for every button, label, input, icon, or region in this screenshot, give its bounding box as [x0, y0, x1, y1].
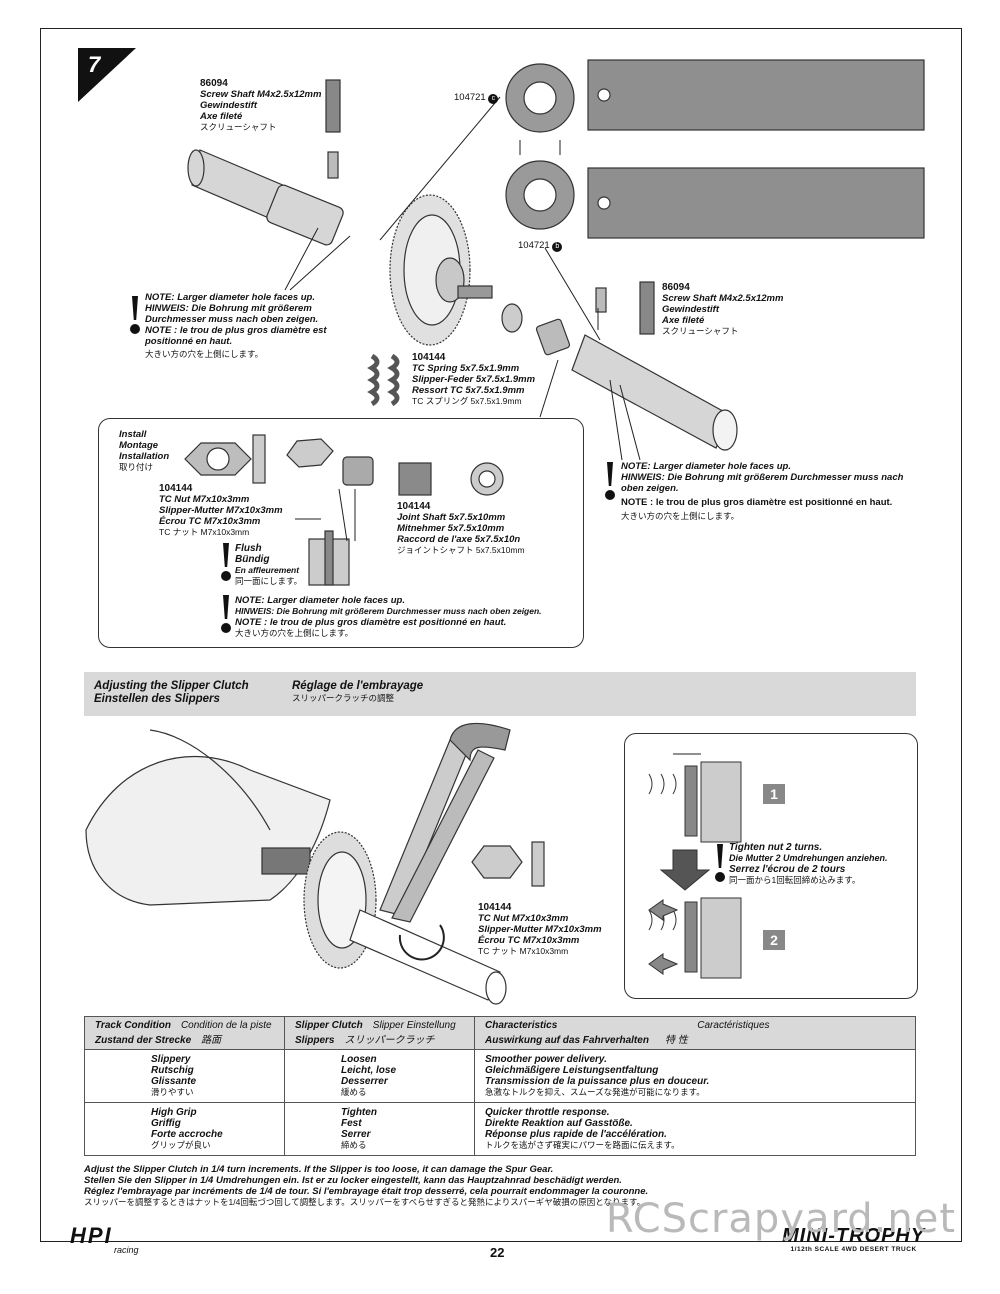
section-header: Adjusting the Slipper Clutch Einstellen … [84, 672, 916, 716]
warning-icon [219, 595, 233, 635]
section-title-fr: Réglage de l'embrayage スリッパークラッチの調整 [292, 680, 424, 703]
tighten-illustration [648, 753, 742, 979]
install-label: Install Montage Installation 取り付け [119, 429, 170, 472]
c-marker-icon: c [488, 94, 499, 104]
tighten-inset: 1 2 Tighten nut 2 turns. Die Mutter 2 Um… [624, 733, 918, 999]
page-frame [40, 28, 962, 1242]
install-illustration [184, 434, 504, 586]
part-label-104721-c: 104721 c [454, 92, 499, 104]
b-marker-icon: b [552, 242, 563, 252]
page-number: 22 [490, 1245, 505, 1260]
tighten-label: Tighten nut 2 turns. Die Mutter 2 Umdreh… [729, 842, 888, 885]
warning-icon [713, 844, 727, 884]
part-label-nut2: 104144 TC Nut M7x10x3mm Slipper-Mutter M… [478, 902, 602, 956]
note-right: NOTE: Larger diameter hole faces up. HIN… [621, 461, 904, 521]
part-label-spring: 104144 TC Spring 5x7.5x1.9mm Slipper-Fed… [412, 352, 536, 406]
install-inset: Install Montage Installation 取り付け 104144… [98, 418, 584, 648]
hpi-logo: HPI racing [70, 1223, 139, 1255]
flush-label: Flush Bündig En affleurement 同一面にします。 [235, 543, 303, 586]
warning-icon [219, 543, 233, 583]
part-label-screw-right: 86094 Screw Shaft M4x2.5x12mm Gewindesti… [662, 282, 784, 336]
section-title-en: Adjusting the Slipper Clutch Einstellen … [94, 680, 249, 705]
footer-notes: Adjust the Slipper Clutch in 1/4 turn in… [84, 1164, 649, 1207]
step-badge-2: 2 [763, 930, 785, 950]
part-label-nut: 104144 TC Nut M7x10x3mm Slipper-Mutter M… [159, 483, 283, 537]
warning-icon [603, 462, 617, 502]
part-label-104721-b: 104721 b [518, 240, 563, 252]
part-label-screw-top: 86094 Screw Shaft M4x2.5x12mm Gewindesti… [200, 78, 322, 132]
note-inset: NOTE: Larger diameter hole faces up. HIN… [235, 595, 542, 638]
note-left: NOTE: Larger diameter hole faces up. HIN… [145, 292, 327, 359]
step-badge-1: 1 [763, 784, 785, 804]
part-label-joint: 104144 Joint Shaft 5x7.5x10mm Mitnehmer … [397, 501, 525, 555]
product-logo: MINI-TROPHY 1/12th SCALE 4WD DESERT TRUC… [782, 1225, 926, 1253]
warning-icon [128, 296, 142, 336]
watermark: RCScrapyard.net [605, 1196, 956, 1242]
